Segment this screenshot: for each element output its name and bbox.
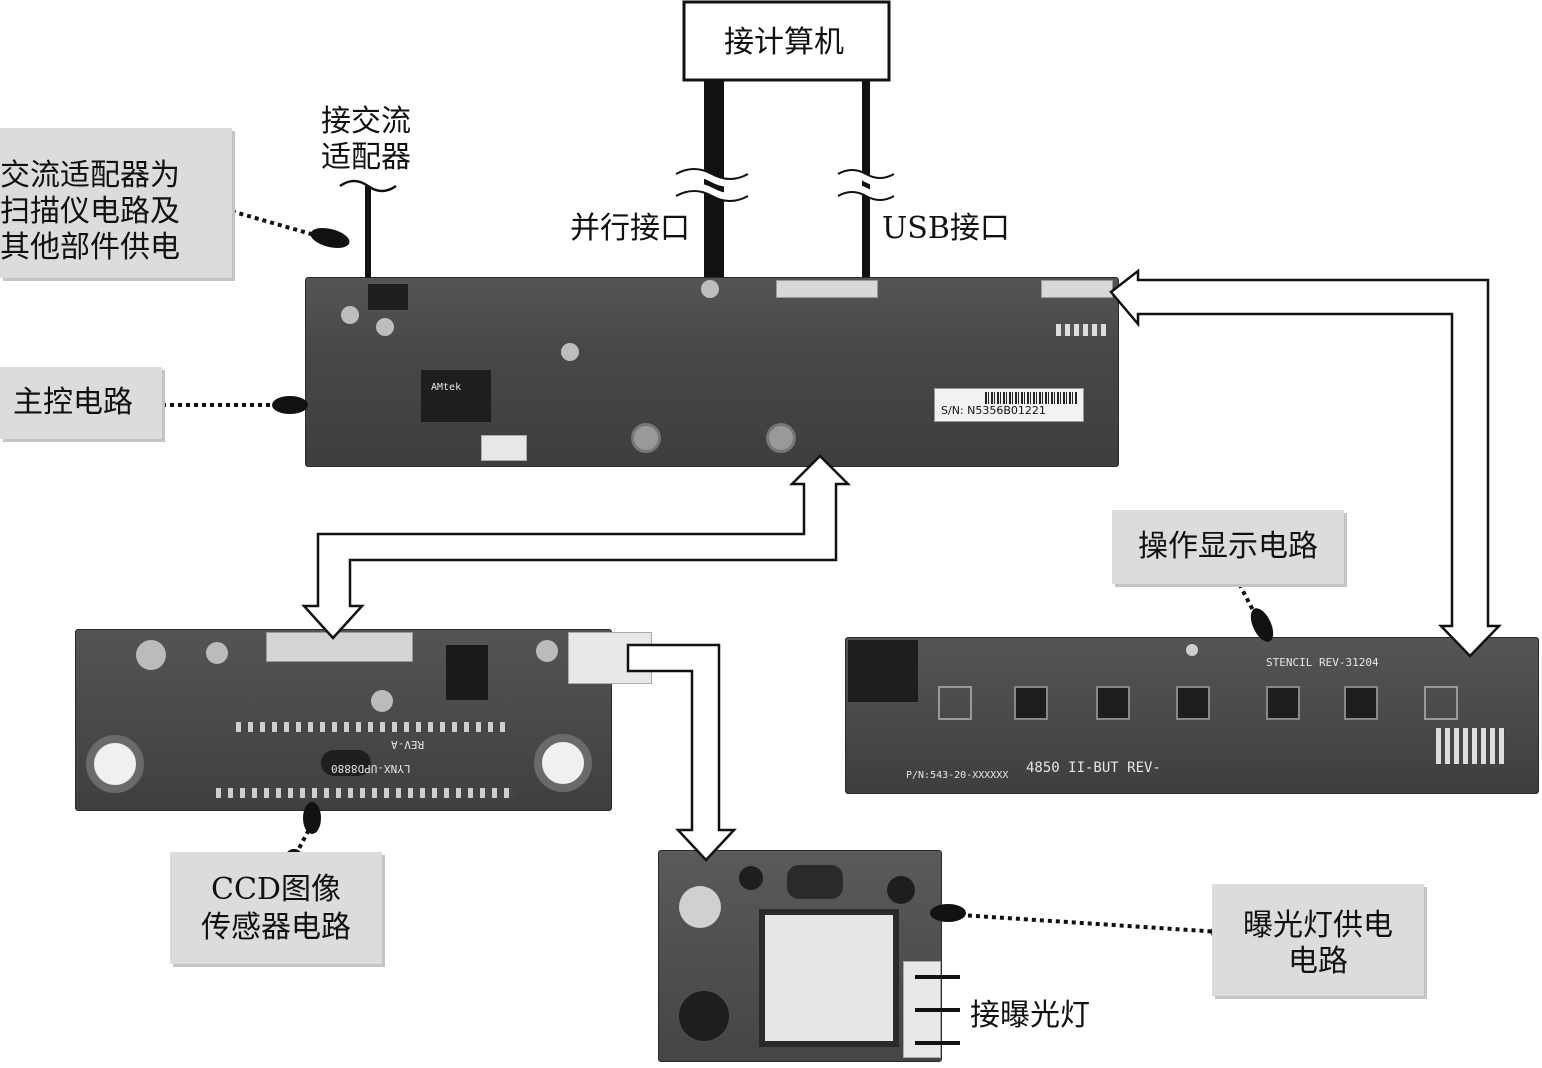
ccd-sensor-board: LYNX-UPD8880 REV-A — [75, 629, 612, 811]
lamp-transistor — [739, 866, 763, 890]
tact-switch — [1266, 686, 1300, 720]
parallel-port-label: 并行接口 — [570, 211, 690, 246]
button-board-model: 4850 II-BUT REV- — [1026, 760, 1161, 776]
pointing-hand-icon — [272, 228, 1274, 922]
ccd-mount-hole — [86, 735, 144, 793]
barcode — [985, 392, 1077, 404]
callout-main-control-text: 主控电路 — [13, 385, 133, 420]
callout-power-line2: 扫描仪电路及 — [0, 194, 180, 229]
lamp-capacitor-top — [787, 865, 843, 899]
mount-hole — [631, 423, 661, 453]
arrow-main-to-ccd — [301, 454, 852, 640]
usb-connector — [1041, 280, 1113, 298]
sensor-block — [848, 640, 918, 702]
mount-hole — [766, 423, 796, 453]
callout-lamp-power: 曝光灯供电 电路 — [1212, 884, 1424, 996]
ac-adapter-label-line2: 适配器 — [321, 140, 411, 175]
usb-port-label: USB接口 — [882, 211, 1010, 246]
ccd-mount-hole — [534, 734, 592, 792]
transformer — [759, 909, 899, 1047]
ccd-capacitor — [136, 640, 166, 670]
tact-switch — [1096, 686, 1130, 720]
parallel-connector — [776, 280, 878, 298]
ccd-capacitor — [206, 642, 228, 664]
lamp-output-lines — [915, 975, 960, 1045]
tact-switch — [1014, 686, 1048, 720]
ccd-pin-row — [236, 722, 506, 732]
serial-number: S/N: N5356B01221 — [941, 404, 1046, 417]
callout-ccd-line1: CCD图像 — [211, 872, 341, 907]
lamp-inductor — [679, 991, 729, 1041]
callout-main-control: 主控电路 — [0, 367, 162, 439]
main-control-board: AMtek S/N: N5356B01221 — [305, 277, 1119, 467]
ac-break-mark — [339, 179, 397, 193]
button-board-header — [1436, 728, 1506, 764]
ccd-sensor-chip — [321, 750, 371, 776]
button-outline — [1424, 686, 1458, 720]
arrow-ccd-to-lamp — [626, 643, 737, 862]
ccd-ic — [446, 645, 488, 700]
white-connector — [481, 435, 527, 461]
button-board-stencil: STENCIL REV-31204 — [1266, 656, 1379, 669]
tact-switch — [1176, 686, 1210, 720]
callout-lamp-line1: 曝光灯供电 — [1243, 908, 1393, 943]
arrow-main-to-operation — [1109, 268, 1502, 658]
computer-label: 接计算机 — [724, 25, 844, 60]
callout-operation-display: 操作显示电路 — [1112, 510, 1344, 584]
lamp-capacitor — [679, 886, 721, 928]
capacitor — [376, 318, 394, 336]
capacitor — [701, 280, 719, 298]
capacitor — [341, 306, 359, 324]
capacitor — [561, 343, 579, 361]
ccd-pin-row — [216, 788, 516, 798]
button-board-pn: P/N:543-20-XXXXXX — [906, 770, 1009, 781]
callout-lamp-line2: 电路 — [1288, 944, 1348, 979]
computer-box — [682, 0, 891, 82]
cable-break-mark — [674, 169, 896, 201]
lamp-connect-label: 接曝光灯 — [970, 998, 1090, 1033]
button-outline — [938, 686, 972, 720]
tact-switch — [1344, 686, 1378, 720]
regulator — [368, 284, 408, 310]
pin-header — [1056, 324, 1106, 336]
callout-power-note: 交流适配器为 扫描仪电路及 其他部件供电 — [0, 128, 232, 278]
callout-power-line1: 交流适配器为 — [0, 158, 180, 193]
ac-adapter-label-line1: 接交流 — [321, 104, 411, 139]
led — [1186, 644, 1198, 656]
operation-display-board: STENCIL REV-31204 4850 II-BUT REV- P/N:5… — [845, 637, 1539, 794]
main-chip — [421, 370, 491, 422]
callout-ccd-sensor: CCD图像 传感器电路 — [170, 852, 382, 964]
lamp-transistor — [887, 876, 915, 904]
callout-power-line3: 其他部件供电 — [0, 230, 180, 265]
cable-break-outline — [675, 168, 895, 202]
callout-operation-display-text: 操作显示电路 — [1138, 529, 1318, 564]
chip-label: AMtek — [431, 382, 462, 393]
ccd-capacitor — [536, 640, 558, 662]
callout-ccd-line2: 传感器电路 — [201, 910, 351, 945]
serial-label: S/N: N5356B01221 — [934, 388, 1084, 422]
ccd-connector — [266, 632, 413, 662]
ccd-capacitor — [371, 690, 393, 712]
